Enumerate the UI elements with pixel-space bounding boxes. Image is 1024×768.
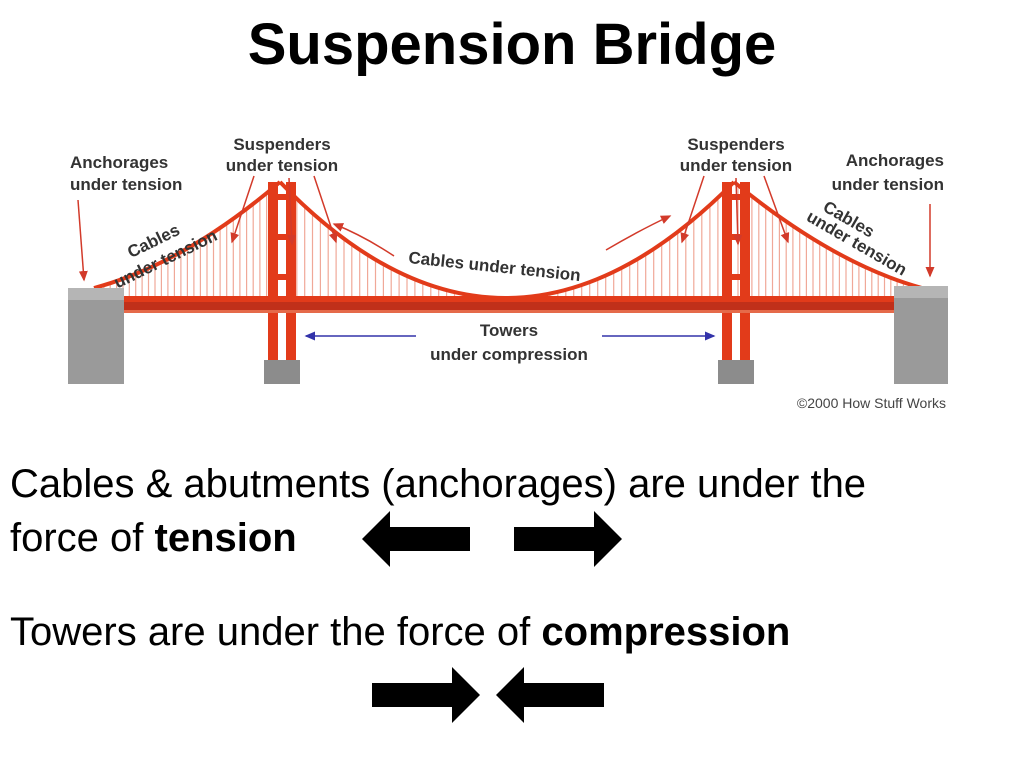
label-anchorages-left-sub: under tension — [70, 175, 182, 194]
label-towers-sub: under compression — [430, 345, 588, 364]
arrow-left-icon — [496, 667, 604, 723]
suspension-bridge-diagram: Suspenders under tension Suspenders unde… — [68, 135, 948, 411]
anchorage-right — [894, 286, 948, 384]
label-suspenders-left-sub: under tension — [226, 156, 338, 175]
arrow-right-icon — [514, 511, 622, 567]
copyright-notice: ©2000 How Stuff Works — [797, 395, 946, 411]
label-anchorages-right: Anchorages — [846, 151, 944, 170]
main-cable-right-span — [732, 180, 923, 290]
tower-left — [264, 182, 300, 384]
label-anchorages-right-sub: under tension — [832, 175, 944, 194]
label-suspenders-left: Suspenders — [233, 135, 330, 154]
tension-term: tension — [154, 516, 297, 560]
suspender-cables — [96, 185, 917, 296]
page-title: Suspension Bridge — [247, 12, 777, 77]
anchorage-left — [68, 288, 124, 384]
compression-term: compression — [541, 610, 791, 654]
main-cable-left-span — [93, 180, 282, 290]
label-anchorages-left: Anchorages — [70, 153, 168, 172]
tension-sentence-line-1: Cables & abutments (anchorages) are unde… — [10, 462, 867, 506]
compression-sentence: Towers are under the force of compressio… — [10, 606, 790, 658]
compression-prefix: Towers are under the force of — [10, 610, 542, 654]
tower-right — [718, 182, 754, 384]
arrow-right-icon — [372, 667, 480, 723]
arrow-left-icon — [362, 511, 470, 567]
main-cable-center-span — [278, 180, 736, 300]
label-suspenders-right-sub: under tension — [680, 156, 792, 175]
label-cables-center: Cables under tension — [408, 248, 582, 285]
tension-prefix: force of — [10, 516, 155, 560]
label-towers: Towers — [480, 321, 538, 340]
tension-sentence-line-2: force of tension — [10, 512, 297, 564]
label-suspenders-right: Suspenders — [687, 135, 784, 154]
bridge-deck — [104, 296, 914, 313]
annotation-arrows — [77, 175, 935, 282]
